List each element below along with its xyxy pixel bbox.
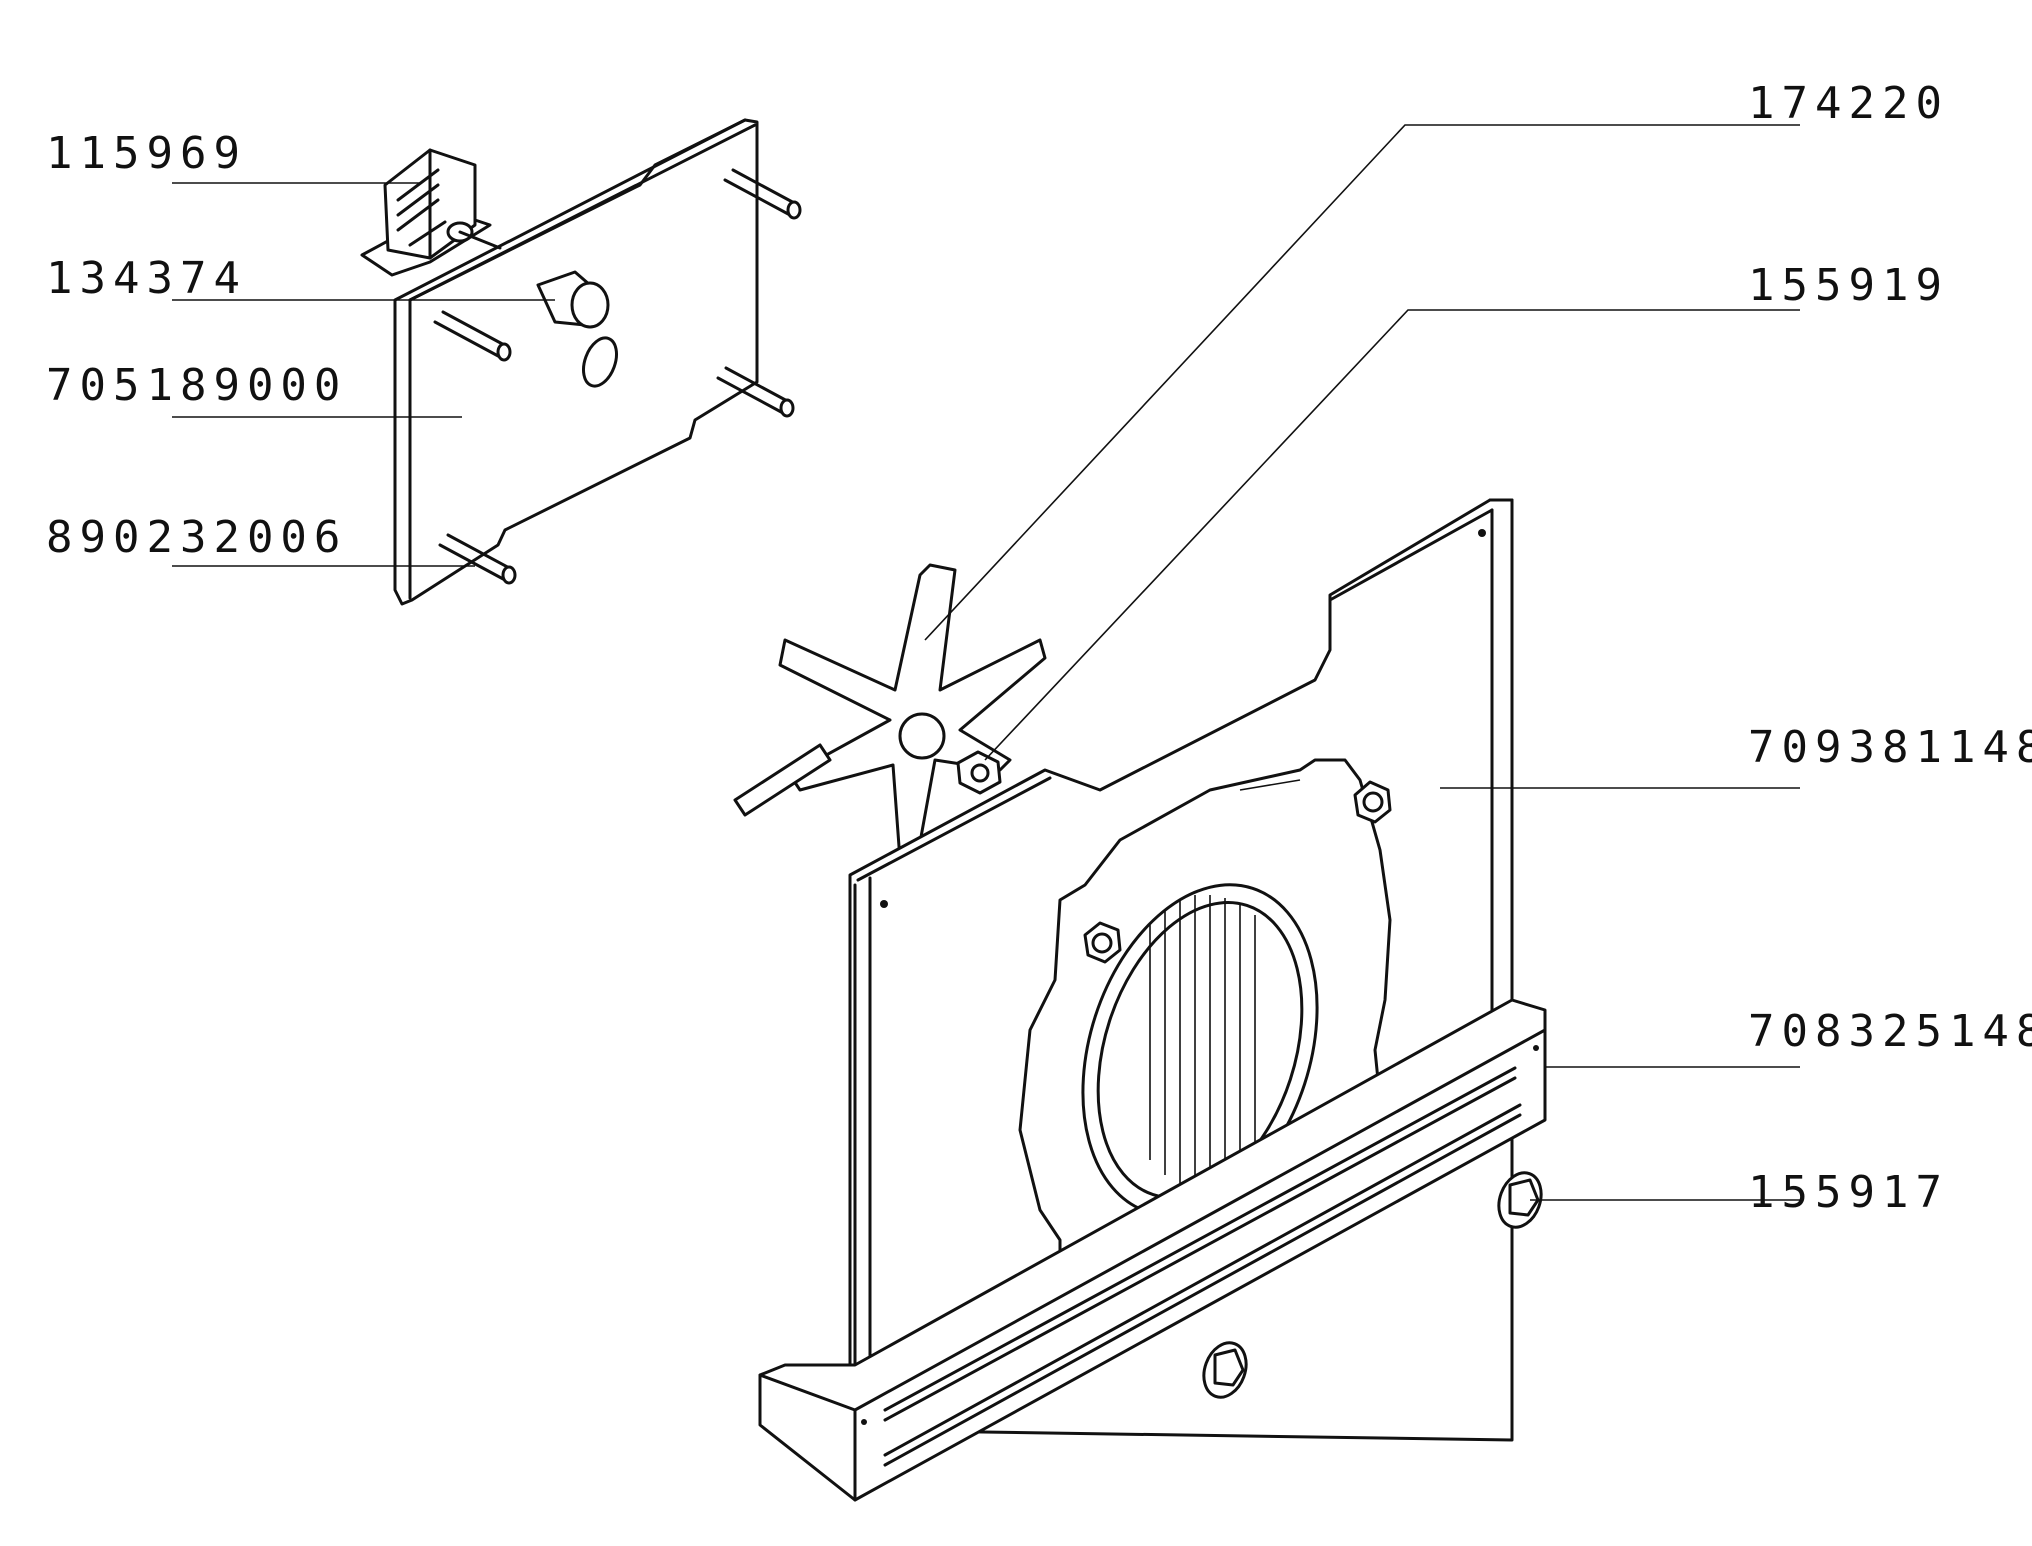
label-155917: 155917 — [1748, 1167, 1949, 1218]
label-705189000: 705189000 — [46, 360, 347, 411]
leader-155919 — [984, 309, 1800, 761]
nut-155919 — [956, 750, 1002, 795]
fan-blade-174220 — [733, 563, 1047, 872]
label-155919: 155919 — [1748, 260, 1949, 311]
nut-155917 — [1202, 1171, 1543, 1399]
rear-plate-705189000 — [393, 118, 759, 606]
label-115969: 115969 — [46, 128, 247, 179]
part-labels: 115969 134374 705189000 890232006 174220… — [46, 78, 2032, 1218]
studs-890232006 — [433, 168, 802, 585]
bottom-channel-708325148 — [758, 998, 1547, 1502]
label-134374: 134374 — [46, 253, 247, 304]
fan-shroud — [1018, 758, 1392, 1292]
lamp-134374 — [536, 270, 618, 388]
label-708325148: 708325148 — [1748, 1006, 2032, 1057]
label-890232006: 890232006 — [46, 512, 347, 563]
leader-174220 — [924, 124, 1800, 641]
leader-lines — [172, 124, 1800, 1201]
label-709381148: 709381148 — [1748, 722, 2032, 773]
label-174220: 174220 — [1748, 78, 1949, 129]
thermostat-115969 — [360, 148, 502, 277]
